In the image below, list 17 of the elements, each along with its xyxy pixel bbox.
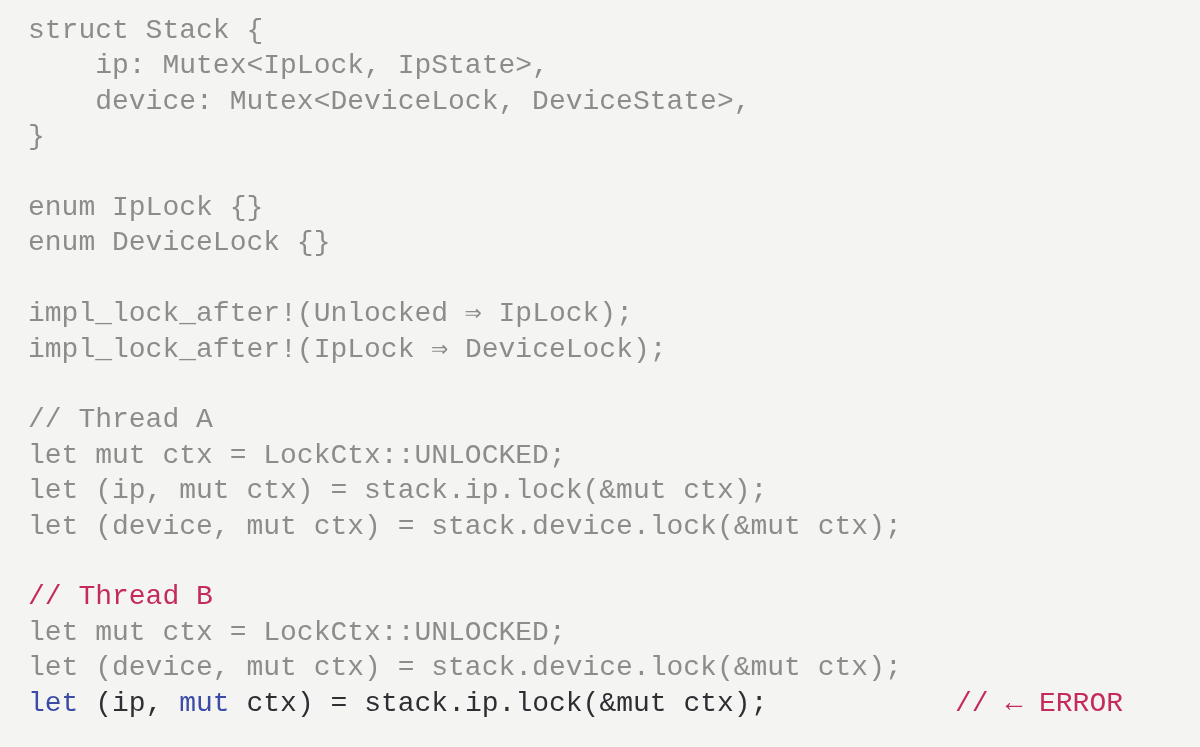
code-line: let mut ctx = LockCtx::UNLOCKED; <box>28 615 566 650</box>
code-line: struct Stack { <box>28 14 264 48</box>
code-line: impl_lock_after!(IpLock ⇒ DeviceLock); <box>28 332 667 367</box>
code-line: impl_lock_after!(Unlocked ⇒ IpLock); <box>28 297 633 332</box>
code-line: let (device, mut ctx) = stack.device.lock(&mut ctx); <box>28 651 902 686</box>
code-line: } <box>28 120 45 155</box>
code-line: enum DeviceLock {} <box>28 226 331 261</box>
code-line: // Thread A <box>28 403 213 438</box>
code-line: device: Mutex<DeviceLock, DeviceState>, <box>94 84 751 119</box>
code-line: enum IpLock {} <box>28 191 264 225</box>
code-line: ip: Mutex<IpLock, IpState>, <box>94 49 549 84</box>
code-line: let (ip, mut ctx) = stack.ip.lock(&mut ctx); <box>28 686 768 721</box>
code-comment: // Thread B <box>28 580 213 615</box>
code-line: let (ip, mut ctx) = stack.ip.lock(&mut ctx); <box>28 474 768 509</box>
code-comment: // ← ERROR <box>955 686 1124 721</box>
code-line: let mut ctx = LockCtx::UNLOCKED; <box>28 438 566 473</box>
code-line: let (device, mut ctx) = stack.device.lock(&mut ctx); <box>28 509 902 544</box>
